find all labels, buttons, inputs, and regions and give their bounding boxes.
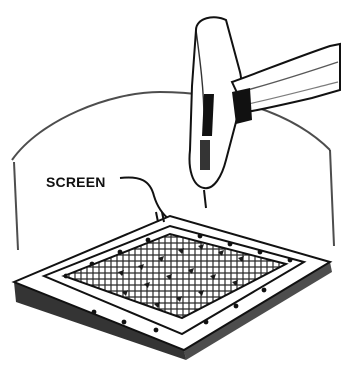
screen-label: SCREEN [46, 174, 106, 190]
hammer-icon [190, 17, 340, 208]
